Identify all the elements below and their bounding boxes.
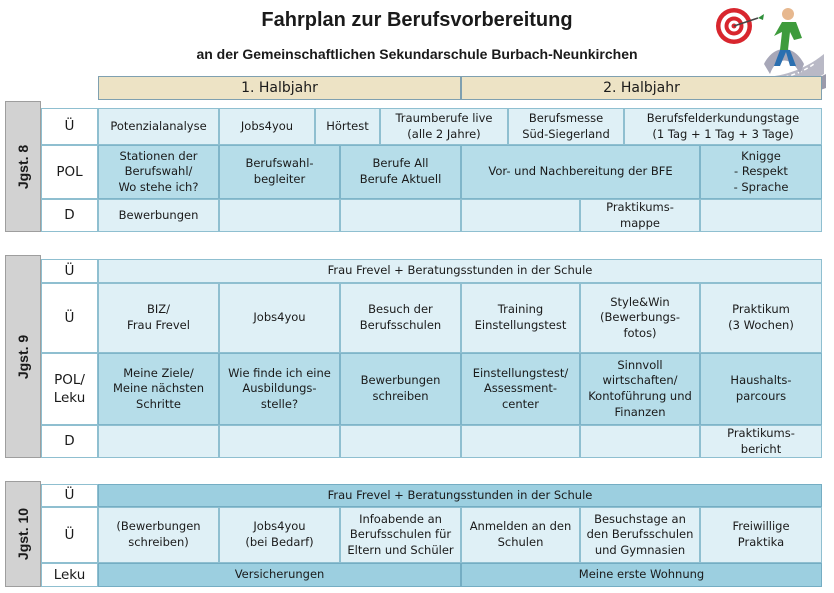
activity-cell: Bewerbungen schreiben	[340, 353, 461, 425]
activity-cell: Meine Ziele/ Meine nächsten Schritte	[98, 353, 219, 425]
activity-cell: Jobs4you	[219, 108, 315, 145]
activity-cell: Versicherungen	[98, 563, 461, 587]
activity-cell	[219, 425, 340, 458]
row-label: Ü	[41, 259, 98, 283]
row-label: Ü	[41, 283, 98, 353]
activity-cell: Besuchstage an den Berufsschulen und Gym…	[580, 507, 700, 563]
half-year-1-header: 1. Halbjahr	[98, 76, 461, 100]
activity-cell: Freiwillige Praktika	[700, 507, 822, 563]
counseling-banner: Frau Frevel + Beratungsstunden in der Sc…	[98, 484, 822, 507]
activity-cell	[219, 199, 340, 232]
activity-cell: Praktikum (3 Wochen)	[700, 283, 822, 353]
activity-cell: Anmelden an den Schulen	[461, 507, 580, 563]
grade-10-label: Jgst. 10	[5, 481, 41, 587]
row-label: POL	[41, 145, 98, 199]
counseling-banner: Frau Frevel + Beratungsstunden in der Sc…	[98, 259, 822, 283]
activity-cell: Infoabende an Berufsschulen für Eltern u…	[340, 507, 461, 563]
activity-cell: Style&Win (Bewerbungs- fotos)	[580, 283, 700, 353]
row-label: D	[41, 199, 98, 232]
grade-8-label: Jgst. 8	[5, 101, 41, 232]
activity-cell: Einstellungstest/ Assessment- center	[461, 353, 580, 425]
grade-label: Jgst. 9	[15, 334, 31, 379]
activity-cell: (Bewerbungen schreiben)	[98, 507, 219, 563]
activity-cell: Vor- und Nachbereitung der BFE	[461, 145, 700, 199]
activity-cell	[461, 199, 580, 232]
activity-cell: Besuch der Berufsschulen	[340, 283, 461, 353]
activity-cell	[700, 199, 822, 232]
activity-cell: Meine erste Wohnung	[461, 563, 822, 587]
activity-cell: Bewerbungen	[98, 199, 219, 232]
activity-cell: Training Einstellungstest	[461, 283, 580, 353]
grade-label: Jgst. 10	[15, 507, 31, 561]
activity-cell: Wie finde ich eine Ausbildungs- stelle?	[219, 353, 340, 425]
grade-label: Jgst. 8	[15, 144, 31, 189]
activity-cell	[580, 425, 700, 458]
activity-cell: Praktikums- mappe	[580, 199, 700, 232]
activity-cell: Jobs4you	[219, 283, 340, 353]
row-label: Ü	[41, 108, 98, 145]
activity-cell	[98, 425, 219, 458]
activity-cell	[340, 199, 461, 232]
grade-9-label: Jgst. 9	[5, 255, 41, 458]
activity-cell: Berufsmesse Süd-Siegerland	[508, 108, 624, 145]
row-label: Leku	[41, 563, 98, 587]
activity-cell: Haushalts- parcours	[700, 353, 822, 425]
activity-cell	[340, 425, 461, 458]
activity-cell	[461, 425, 580, 458]
activity-cell: BIZ/ Frau Frevel	[98, 283, 219, 353]
activity-cell: Traumberufe live (alle 2 Jahre)	[380, 108, 508, 145]
row-label: POL/ Leku	[41, 353, 98, 425]
activity-cell: Stationen der Berufswahl/ Wo stehe ich?	[98, 145, 219, 199]
row-label: Ü	[41, 484, 98, 507]
activity-cell: Berufswahl- begleiter	[219, 145, 340, 199]
page-title: Fahrplan zur Berufsvorbereitung	[261, 9, 573, 31]
half-year-2-header: 2. Halbjahr	[461, 76, 822, 100]
row-label: D	[41, 425, 98, 458]
activity-cell: Hörtest	[315, 108, 380, 145]
activity-cell: Potenzialanalyse	[98, 108, 219, 145]
activity-cell: Sinnvoll wirtschaften/ Kontoführung und …	[580, 353, 700, 425]
page-subtitle: an der Gemeinschaftlichen Sekundarschule…	[196, 46, 638, 62]
activity-cell: Berufe All Berufe Aktuell	[340, 145, 461, 199]
activity-cell: Berufsfelderkundungstage (1 Tag + 1 Tag …	[624, 108, 822, 145]
row-label: Ü	[41, 507, 98, 563]
activity-cell: Jobs4you (bei Bedarf)	[219, 507, 340, 563]
activity-cell: Knigge - Respekt - Sprache	[700, 145, 822, 199]
activity-cell: Praktikums- bericht	[700, 425, 822, 458]
